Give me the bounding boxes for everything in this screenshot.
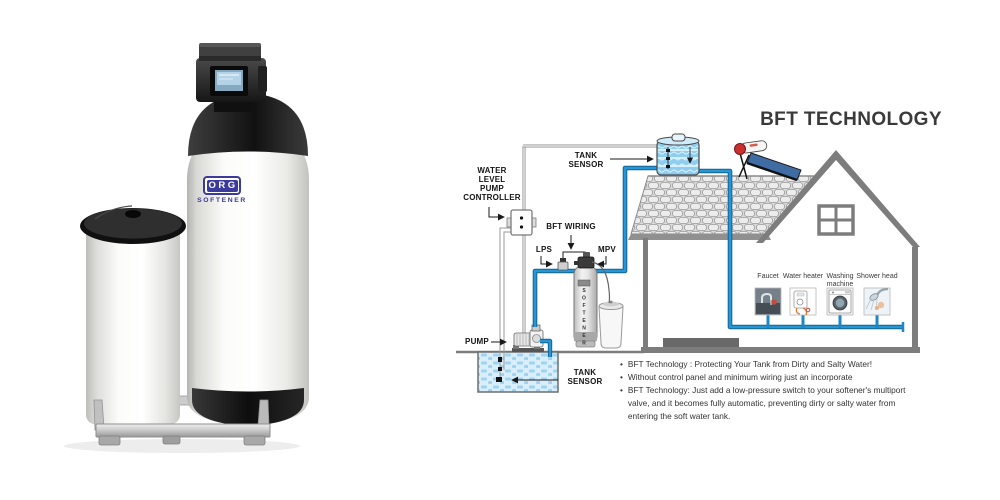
fixture-label-shower-head: Shower head	[856, 273, 898, 280]
fixture-label-washing-machine: Washing machine	[826, 273, 854, 288]
tank-cap	[671, 133, 686, 142]
diagram-title: BFT TECHNOLOGY	[760, 109, 942, 130]
pipe-network-left	[532, 165, 657, 357]
house-floor	[641, 347, 920, 353]
rooftop-tank-sensor	[666, 147, 694, 169]
product-shadow	[64, 439, 300, 453]
label-tank-sensor-top: TANK SENSOR	[568, 151, 604, 170]
bullet-item: BFT Technology : Protecting Your Tank fr…	[618, 358, 918, 371]
control-valve	[196, 43, 267, 112]
brine-tank-diagram	[598, 300, 624, 349]
product-logo: ORG	[203, 176, 241, 195]
fixture-icon-water-heater	[789, 287, 817, 316]
controller-box	[506, 209, 537, 236]
softener-tank-photo	[187, 93, 309, 426]
label-bft-wiring: BFT WIRING	[546, 222, 596, 231]
lps-switch	[557, 258, 569, 271]
label-pump: PUMP	[465, 337, 489, 346]
mpv-valve	[574, 252, 595, 269]
underground-tank	[477, 351, 559, 393]
label-tank-sensor-bottom: TANK SENSOR	[567, 368, 603, 387]
brine-lid-knob	[125, 210, 141, 218]
house-window	[817, 204, 855, 236]
underground-sensor-mark	[498, 357, 502, 362]
bullet-text: BFT Technology: Just add a low-pressure …	[627, 385, 906, 421]
tiled-roof	[630, 175, 816, 235]
bullet-item: Without control panel and minimum wiring…	[618, 371, 918, 384]
controller-wiring	[496, 144, 658, 382]
pipe-network-house	[697, 168, 905, 332]
bullet-list: BFT Technology : Protecting Your Tank fr…	[618, 358, 918, 423]
leader-arrows	[488, 155, 654, 384]
fixture-icon-shower-head	[863, 287, 891, 316]
label-lps: LPS	[535, 245, 553, 254]
brine-tank-photo	[80, 205, 186, 425]
underground-sensor-mark	[496, 377, 502, 382]
house-left-wall	[643, 238, 648, 349]
fixture-icon-washing-machine	[826, 287, 854, 316]
bullet-text: BFT Technology : Protecting Your Tank fr…	[627, 359, 873, 369]
solar-water-heater	[734, 140, 802, 182]
bft-diagram	[456, 133, 920, 393]
roof-eave-band	[628, 234, 771, 240]
pump	[512, 324, 544, 352]
fixture-label-faucet: Faucet	[757, 273, 779, 280]
house-step	[663, 338, 739, 347]
skid-base	[93, 399, 271, 446]
bullet-item: BFT Technology: Just add a low-pressure …	[618, 384, 918, 423]
fixture-label-water-heater: Water heater	[782, 273, 824, 280]
tank-bottom-band	[192, 388, 304, 426]
label-mpv: MPV	[598, 245, 616, 254]
product-photo	[64, 43, 309, 453]
label-water-level-pump-controller: WATER LEVEL PUMP CONTROLLER	[463, 166, 521, 203]
bullet-text: Without control panel and minimum wiring…	[627, 372, 853, 382]
underground-sensor-mark	[498, 367, 502, 371]
product-logo-text: ORG	[206, 179, 238, 192]
softener-vertical-text: SOFTENER	[581, 288, 587, 348]
product-logo-subtext: SOFTENER	[197, 197, 247, 204]
fixture-icon-faucet	[754, 287, 782, 316]
house-right-wall	[912, 247, 918, 349]
rooftop-tank	[656, 133, 700, 176]
